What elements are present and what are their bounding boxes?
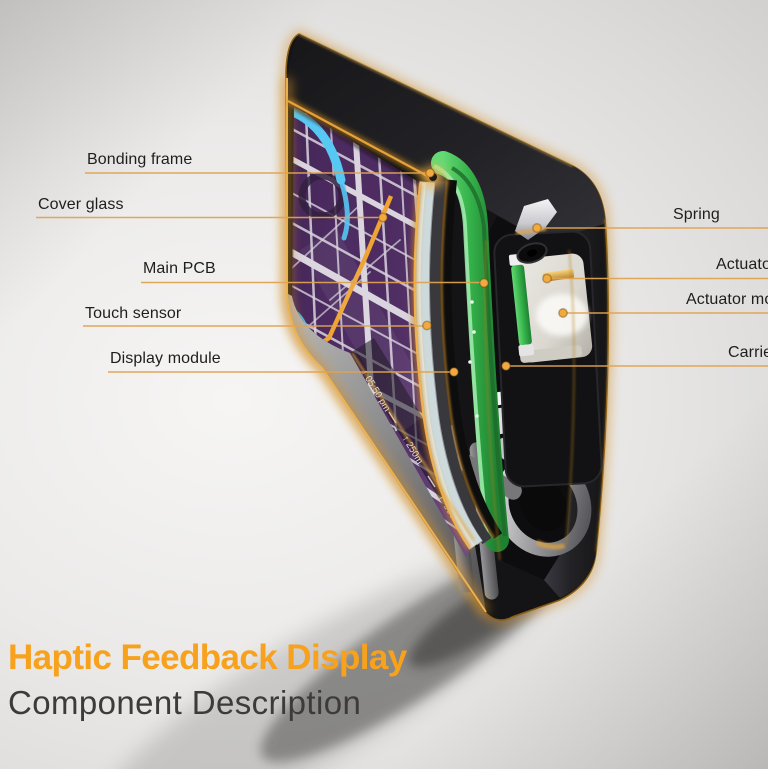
title-block: Haptic Feedback Display Component Descri… [8,637,407,723]
callout-spring: Spring [673,206,720,223]
page-title: Haptic Feedback Display [8,638,407,677]
callout-cover-glass: Cover glass [38,196,124,213]
touch-sensor-glass-layer [414,181,483,550]
callout-touch-sensor: Touch sensor [85,305,182,322]
page-subtitle: Component Description [8,684,362,721]
spring-part [515,199,557,264]
callout-carrier: Carrier [728,344,768,361]
glass-reflection [300,228,436,432]
gap-seam-glow [440,179,495,539]
device-top-face [287,34,605,242]
air-gap-layer [441,179,503,539]
callout-bonding-frame: Bonding frame [87,151,193,168]
callout-display-module: Display module [110,350,221,367]
callout-actuator: Actuator [716,256,768,273]
display-module-layer [429,180,492,545]
leader-dots [378,168,568,377]
callout-main-pcb: Main PCB [143,260,216,277]
callout-actuator-mount: Actuator mount [686,291,768,308]
map-ring-road [298,172,346,220]
leader-lines [36,172,768,373]
rim-lights [283,33,610,614]
